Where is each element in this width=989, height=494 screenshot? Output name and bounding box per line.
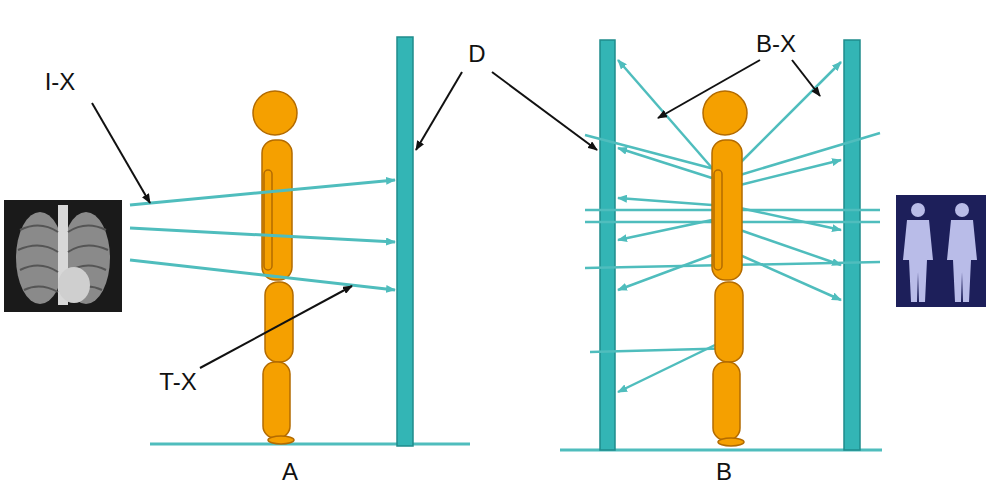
scan-image [896,195,986,307]
part-label: D [468,42,485,66]
panel-a [92,37,470,446]
leader-line [416,72,462,150]
part-label: A [282,460,298,484]
part-label: I-X [45,70,76,94]
part-label: B [716,460,732,484]
leader-line [492,72,597,150]
part-label: B-X [756,32,796,56]
part-label: T-X [159,370,196,394]
xray-image [4,200,122,312]
panel-b [560,40,882,450]
